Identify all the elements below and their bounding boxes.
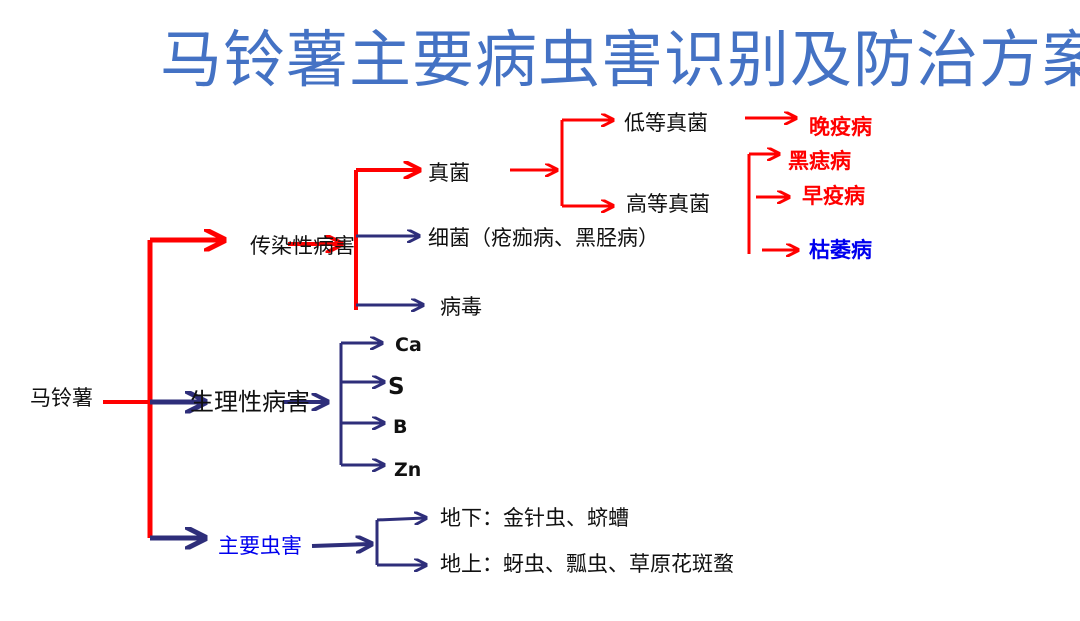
lower-fungi-label: 低等真菌 bbox=[624, 111, 708, 135]
fungi-label: 真菌 bbox=[428, 161, 470, 185]
root-node-label: 马铃薯 bbox=[30, 386, 93, 410]
late-blight-label: 晚疫病 bbox=[809, 114, 872, 139]
underground-pests-label: 地下：金针虫、蛴螬 bbox=[440, 506, 629, 530]
element-s-label: S bbox=[388, 374, 405, 400]
higher-fungi-label: 高等真菌 bbox=[626, 192, 710, 216]
element-zn-label: Zn bbox=[394, 459, 422, 481]
aboveground-pests-label: 地上：蚜虫、瓢虫、草原花斑蝥 bbox=[440, 552, 734, 576]
virus-label: 病毒 bbox=[440, 295, 482, 319]
wilt-label: 枯萎病 bbox=[809, 237, 872, 262]
bacteria-label: 细菌（疮痂病、黑胫病） bbox=[428, 226, 659, 250]
physiological-disease-label: 生理性病害 bbox=[190, 388, 310, 416]
page-title: 马铃薯主要病虫害识别及防治方案 bbox=[160, 23, 1080, 96]
infectious-disease-label: 传染性病害 bbox=[250, 234, 355, 258]
arrow-to-underground-pests bbox=[376, 518, 425, 520]
main-pests-label: 主要虫害 bbox=[218, 534, 302, 558]
element-b-label: B bbox=[393, 416, 408, 438]
black-scurf-label: 黑痣病 bbox=[788, 148, 851, 173]
pests-to-trunk bbox=[311, 544, 370, 546]
element-ca-label: Ca bbox=[395, 334, 422, 356]
early-blight-label: 早疫病 bbox=[802, 183, 865, 208]
